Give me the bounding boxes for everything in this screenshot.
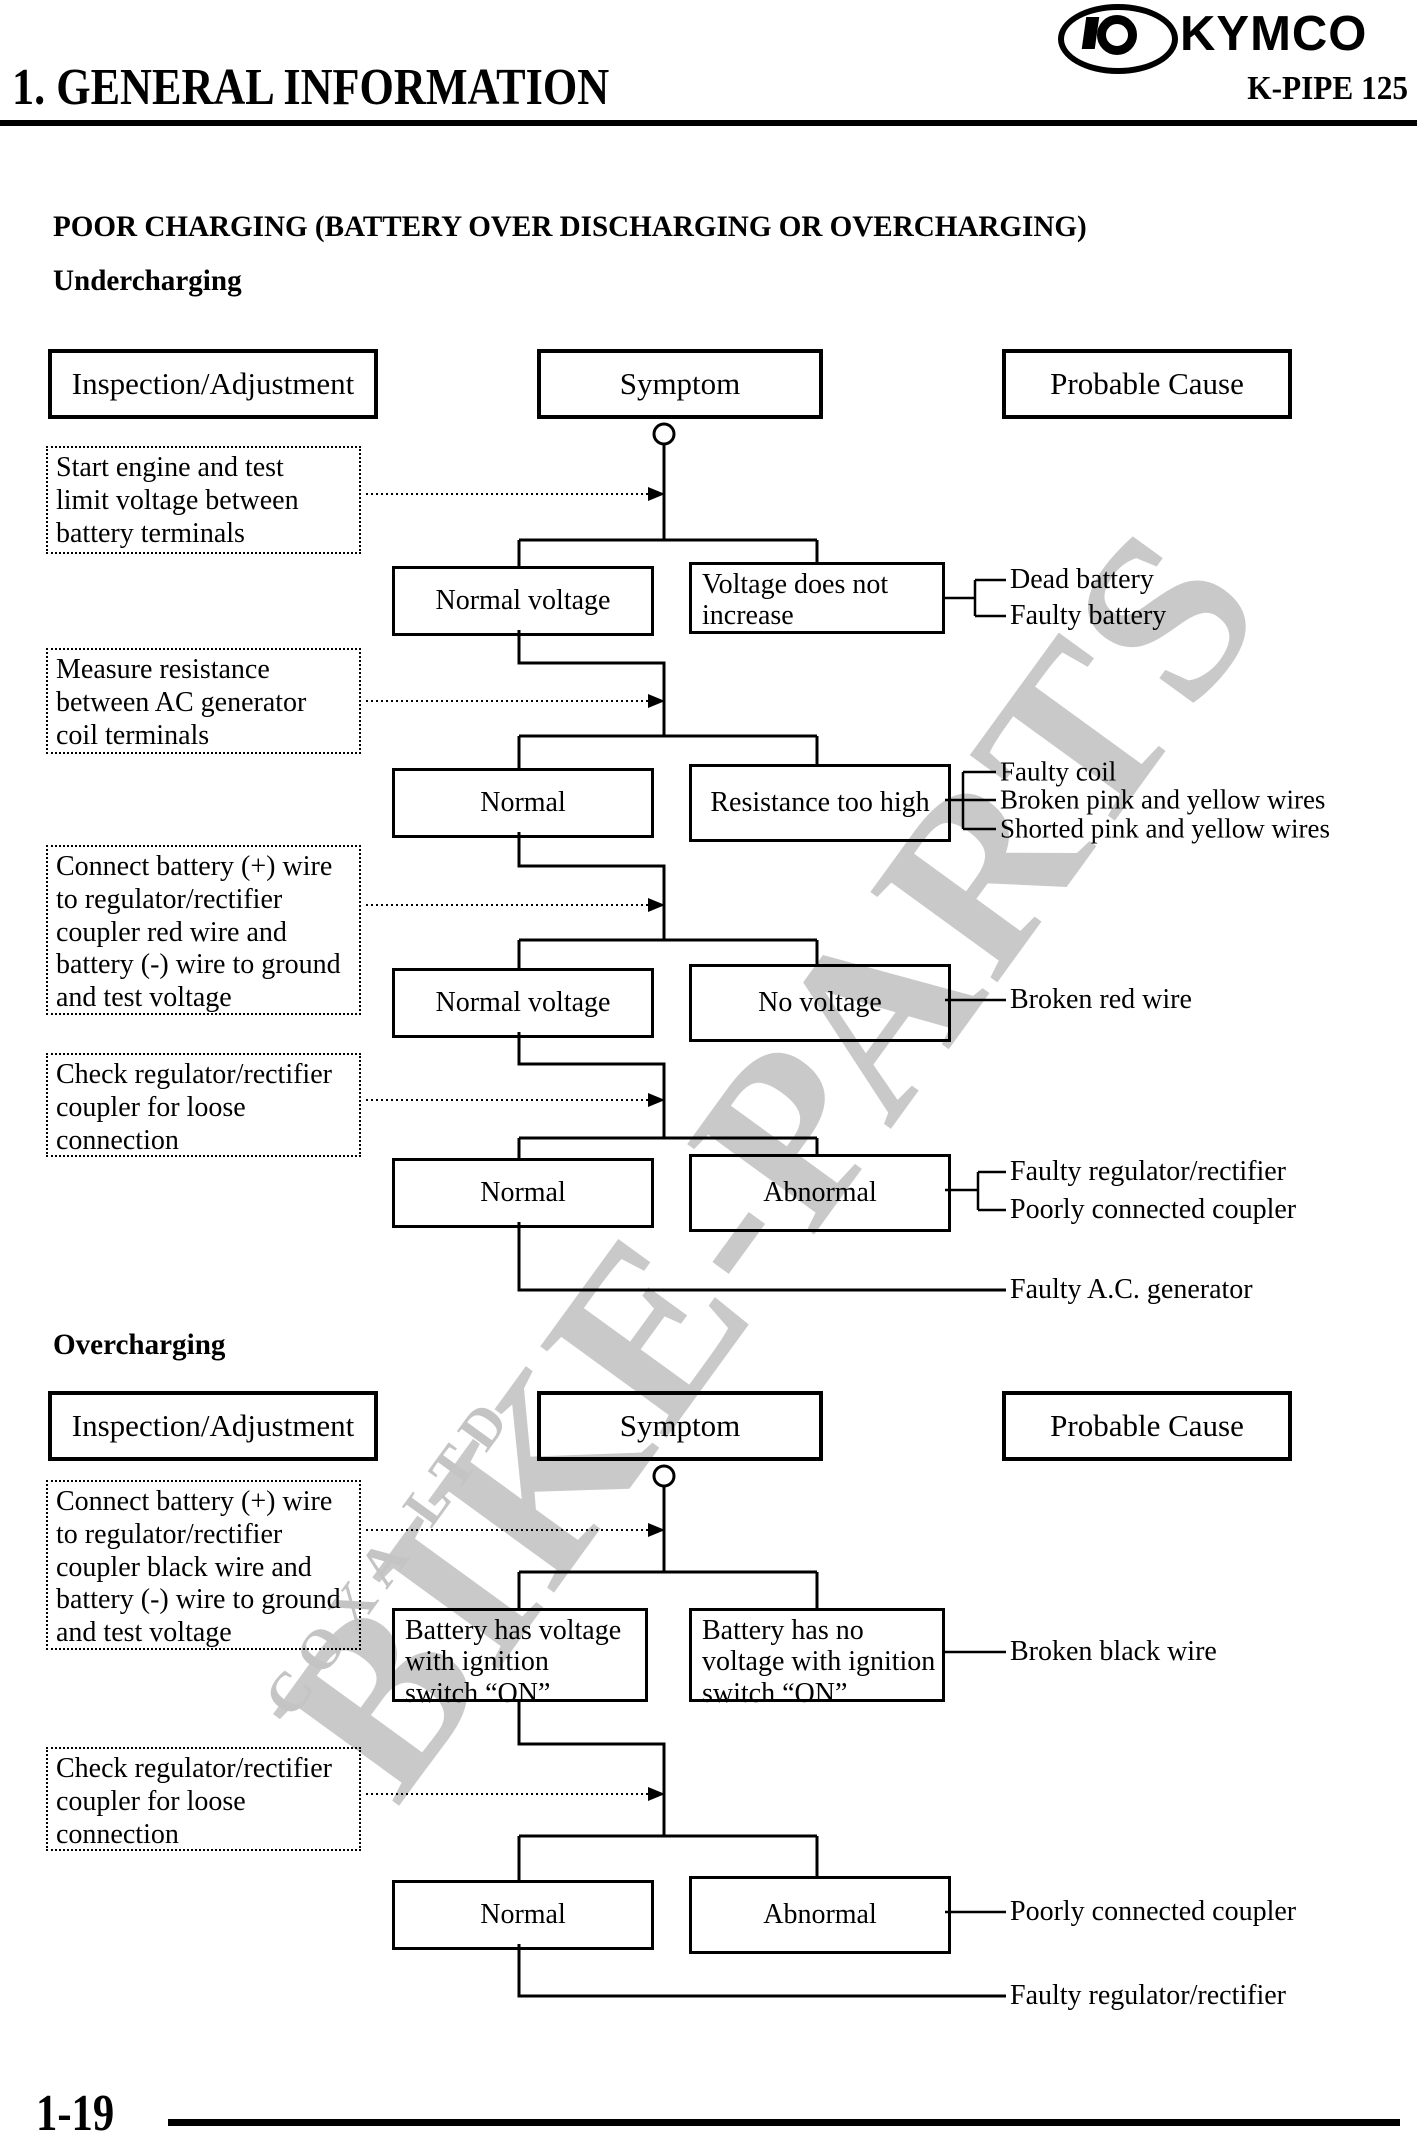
result-box-abnormal: Battery has no voltage with ignition swi… (689, 1608, 945, 1709)
probable-cause: Poorly connected coupler (1010, 1194, 1297, 1225)
subsection-title-undercharging: Undercharging (53, 264, 242, 297)
result-box-normal: Normal (392, 1158, 654, 1228)
column-header-symptom: Symptom (537, 349, 823, 419)
result-box-normal: Battery has voltage with ignition switch… (392, 1608, 648, 1709)
flow-start-node-overcharging (652, 1464, 676, 1488)
flow-start-node-undercharging (652, 422, 676, 446)
inspection-step: Connect battery (+) wire to regulator/re… (46, 845, 361, 1015)
result-box-normal: Normal (392, 768, 654, 838)
result-box-abnormal: Abnormal (689, 1876, 951, 1954)
brand-name: KYMCO (1180, 7, 1368, 61)
result-box-normal: Normal voltage (392, 968, 654, 1038)
page-number: 1-19 (36, 2085, 115, 2142)
chapter-title: 1. GENERAL INFORMATION (12, 59, 610, 116)
model-label: K-PIPE 125 (1247, 70, 1408, 107)
column-header-probable-cause: Probable Cause (1002, 349, 1292, 419)
probable-cause: Dead battery (1010, 564, 1154, 595)
column-header-inspection: Inspection/Adjustment (48, 1391, 378, 1461)
probable-cause: Faulty regulator/rectifier (1010, 1156, 1286, 1187)
footer-rule (168, 2119, 1400, 2126)
probable-cause-final: Faulty regulator/rectifier (1010, 1980, 1286, 2011)
inspection-step: Measure resistance between AC generator … (46, 648, 361, 754)
result-box-normal: Normal (392, 1880, 654, 1950)
probable-cause: Shorted pink and yellow wires (1000, 813, 1330, 844)
probable-cause: Broken red wire (1010, 984, 1192, 1015)
column-header-probable-cause: Probable Cause (1002, 1391, 1292, 1461)
inspection-step: Check regulator/rectifier coupler for lo… (46, 1747, 361, 1851)
result-box-abnormal: Resistance too high (689, 764, 951, 842)
result-box-abnormal: No voltage (689, 964, 951, 1042)
arrowheads (648, 487, 665, 1801)
section-title: POOR CHARGING (BATTERY OVER DISCHARGING … (53, 210, 1087, 243)
kymco-logo-icon (1058, 4, 1178, 74)
probable-cause: Poorly connected coupler (1010, 1896, 1297, 1927)
kymco-logo-ring (1097, 15, 1137, 55)
column-header-inspection: Inspection/Adjustment (48, 349, 378, 419)
inspection-step: Connect battery (+) wire to regulator/re… (46, 1480, 361, 1650)
probable-cause: Broken black wire (1010, 1636, 1217, 1667)
result-box-abnormal: Abnormal (689, 1154, 951, 1232)
probable-cause: Faulty battery (1010, 600, 1167, 631)
result-box-abnormal: Voltage does not increase (689, 562, 945, 634)
probable-cause-final: Faulty A.C. generator (1010, 1274, 1253, 1305)
subsection-title-overcharging: Overcharging (53, 1328, 226, 1361)
inspection-step: Start engine and test limit voltage betw… (46, 446, 361, 554)
column-header-symptom: Symptom (537, 1391, 823, 1461)
inspection-step: Check regulator/rectifier coupler for lo… (46, 1053, 361, 1157)
header-rule (0, 120, 1417, 126)
probable-cause: Faulty coil (1000, 756, 1117, 787)
result-box-normal: Normal voltage (392, 566, 654, 636)
probable-cause: Broken pink and yellow wires (1000, 784, 1326, 815)
